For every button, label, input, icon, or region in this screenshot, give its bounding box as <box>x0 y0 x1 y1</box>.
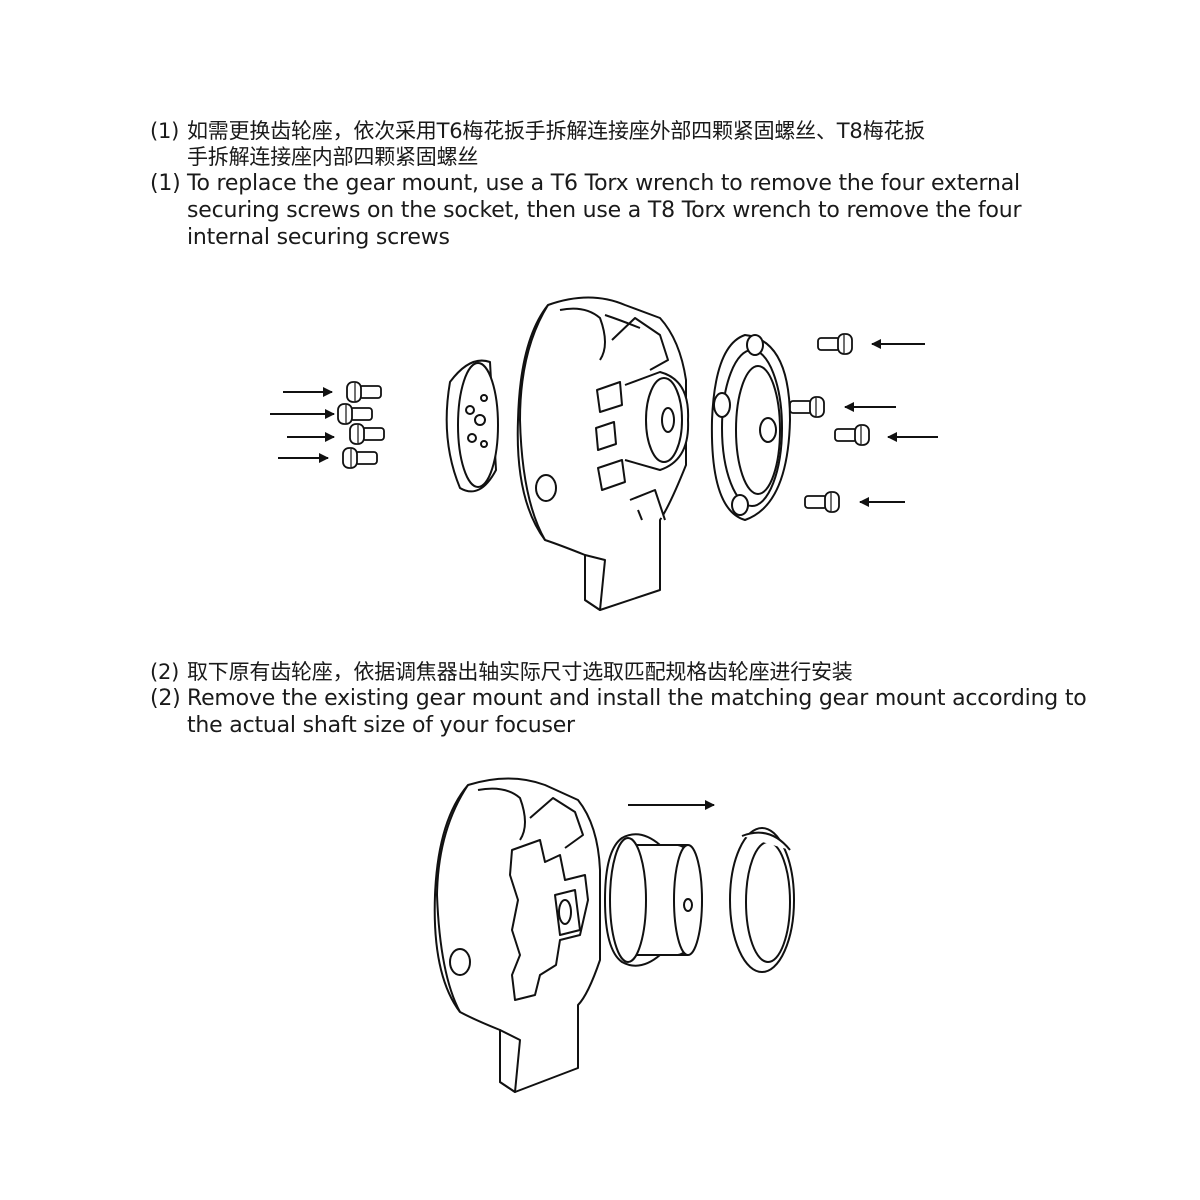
step-2-zh-line-1: (2)取下原有齿轮座，依据调焦器出轴实际尺寸选取匹配规格齿轮座进行安装 <box>150 660 853 684</box>
arrows-inward-right <box>844 339 938 507</box>
step-1-instructions: (1)如需更换齿轮座，依次采用T6梅花扳手拆解连接座外部四颗紧固螺丝、T8梅花扳… <box>150 118 1130 251</box>
diagram-2-exploded-view <box>433 777 795 1093</box>
step-1-en-line-2: securing screws on the socket, then use … <box>187 198 1022 223</box>
step-2-number-zh: (2) <box>150 660 180 684</box>
step-1-en-line-3: internal securing screws <box>187 225 450 250</box>
step-1-zh-line-1: (1)如需更换齿轮座，依次采用T6梅花扳手拆解连接座外部四颗紧固螺丝、T8梅花扳 <box>150 119 925 143</box>
socket-housing <box>516 296 690 611</box>
step-2-en-line-1: (2)Remove the existing gear mount and in… <box>150 686 1087 711</box>
arrows-inward-left <box>270 387 335 463</box>
gear-mount-plate <box>445 359 499 493</box>
flange-ring <box>710 334 791 521</box>
step-1-number-zh: (1) <box>150 119 180 143</box>
internal-screws <box>337 381 385 469</box>
external-screws <box>789 333 870 513</box>
flange-ring-2 <box>729 827 795 973</box>
step-2-en-line-2: the actual shaft size of your focuser <box>187 713 575 738</box>
step-2-instructions: (2)取下原有齿轮座，依据调焦器出轴实际尺寸选取匹配规格齿轮座进行安装 (2)R… <box>150 659 1130 739</box>
socket-housing-2 <box>433 777 601 1093</box>
diagram-1-exploded-view <box>270 296 938 611</box>
step-1-number-en: (1) <box>150 171 181 196</box>
step-2-number-en: (2) <box>150 686 181 711</box>
step-1-en-line-1: (1)To replace the gear mount, use a T6 T… <box>150 171 1020 196</box>
step-1-zh-line-2: 手拆解连接座内部四颗紧固螺丝 <box>187 145 479 169</box>
gear-mount-cylinder <box>604 833 703 967</box>
